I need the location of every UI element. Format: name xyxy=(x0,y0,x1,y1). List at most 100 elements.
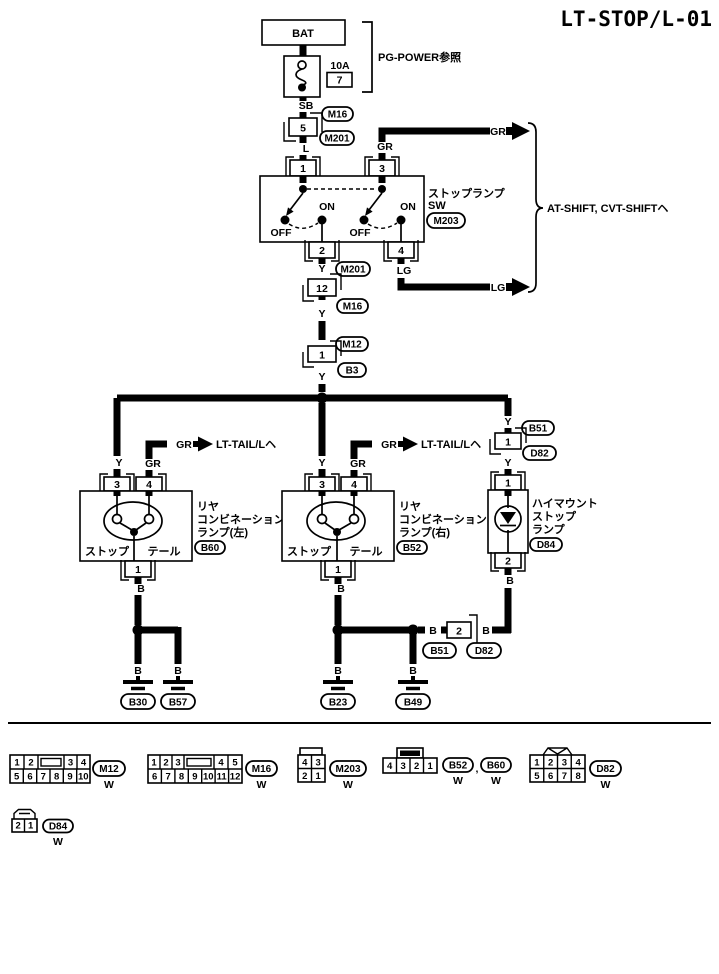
connector-bracket xyxy=(490,552,499,572)
pin-number: 1 xyxy=(335,564,341,576)
lamp-name-line3: ランプ(右) xyxy=(399,525,450,539)
connector-oval-b30 xyxy=(120,693,156,710)
right-arrow-icon xyxy=(506,122,530,140)
connector-code: M16 xyxy=(343,302,363,313)
connector-oval-d84 xyxy=(42,818,74,834)
connector-color: W xyxy=(53,836,63,848)
lamp-name-line1: リヤ xyxy=(197,500,219,513)
connector-bracket xyxy=(283,122,296,142)
connector-oval-m203 xyxy=(329,760,367,777)
pin-number: 3 xyxy=(319,479,325,491)
connector-bracket xyxy=(147,560,156,581)
cavity-number: 1 xyxy=(14,758,20,769)
legend-connector-b52-b60: 4 3 2 1 B52 , B60 W W xyxy=(382,747,512,787)
pin-number: 3 xyxy=(379,163,385,175)
keyway-slot xyxy=(186,757,212,767)
destination-label: LT-TAIL/Lヘ xyxy=(421,439,481,451)
right-arrow-icon xyxy=(506,278,530,296)
connector-oval-b57 xyxy=(160,693,196,710)
connector-code: B57 xyxy=(169,698,188,709)
connector-code: B49 xyxy=(404,698,423,709)
switch-pole-right: OFF ON xyxy=(350,185,416,242)
cavity-number: 2 xyxy=(16,821,21,832)
cavity-number: 4 xyxy=(302,758,308,769)
lamp-name-line3: ランプ xyxy=(532,522,566,536)
lamp-name-line1: リヤ xyxy=(399,500,421,513)
connector-cap xyxy=(13,808,36,819)
connector-oval-d82 xyxy=(466,642,502,659)
wire-color-y: Y xyxy=(504,416,511,428)
tail-filament-label: テール xyxy=(148,545,181,558)
bulb-icon xyxy=(103,496,163,561)
cavity-number: 7 xyxy=(562,771,567,782)
connector-bracket xyxy=(302,352,314,368)
connector-code: D84 xyxy=(537,540,556,551)
lever-arrow-icon xyxy=(286,207,294,216)
inline-connector-2: B 2 B B51 D82 xyxy=(418,614,511,659)
cavity-number: 8 xyxy=(54,772,59,783)
cavity-number: 3 xyxy=(316,758,321,769)
connector-code: M16 xyxy=(328,110,348,121)
cavity-number: 5 xyxy=(534,771,540,782)
wire-color-y: Y xyxy=(318,263,325,275)
lever-arrow-icon xyxy=(365,207,373,216)
connector-code: M203 xyxy=(335,764,360,775)
wire-color-b: B xyxy=(482,625,490,637)
pin-number: 1 xyxy=(505,437,511,449)
pin-number: 1 xyxy=(135,564,141,576)
connector-oval-m16 xyxy=(245,760,278,777)
connector-color: W xyxy=(343,779,353,791)
cavity-number: 1 xyxy=(428,761,434,772)
bulb-icon xyxy=(306,496,366,561)
battery-box xyxy=(261,19,346,46)
connector-bracket xyxy=(517,471,526,491)
connector-bracket xyxy=(383,240,392,262)
cavity-number: 1 xyxy=(534,758,540,769)
lamp-name-line1: ハイマウント xyxy=(532,497,598,510)
stop-filament-label: ストップ xyxy=(85,544,130,558)
wire-segment xyxy=(397,278,490,291)
high-mount-branch: Y B51 1 D82 Y 1 ハイマウント ストップ ランプ D84 2 xyxy=(487,398,598,633)
wire-segment xyxy=(350,440,372,459)
cavity-number: 3 xyxy=(562,758,567,769)
wire-color-y: Y xyxy=(115,457,122,469)
inline-connector-1 xyxy=(494,432,522,450)
connector-bracket xyxy=(331,240,340,262)
cavity-number: 7 xyxy=(41,772,46,783)
cavity-number: 4 xyxy=(218,758,224,769)
off-label: OFF xyxy=(350,227,372,239)
ground-icon xyxy=(123,676,153,691)
wire-color-lg: LG xyxy=(397,265,412,277)
connector-code: B3 xyxy=(346,366,359,377)
cavity-number: 4 xyxy=(575,758,581,769)
cavity-number: 10 xyxy=(78,772,89,783)
switch-pole-left: OFF ON xyxy=(271,185,335,242)
arrow-wire-label-lg: LG xyxy=(491,282,506,294)
connector-color: W xyxy=(601,779,611,791)
tail-filament-label: テール xyxy=(350,545,383,558)
wire-color-l: L xyxy=(303,143,310,155)
on-label: ON xyxy=(319,201,335,213)
inline-connector-box xyxy=(446,621,472,639)
pin-number: 4 xyxy=(146,479,152,491)
main-feed: Y M201 12 M16 Y M12 1 B3 Y xyxy=(117,261,508,404)
power-section: BAT 10A 7 PG-POWER参照 xyxy=(261,19,461,98)
connector-oval-b3 xyxy=(337,362,367,378)
wire-color-b: B xyxy=(506,575,514,587)
cavity-number: 8 xyxy=(179,772,184,783)
wire-segment xyxy=(378,127,490,142)
cavity-number: 5 xyxy=(232,758,238,769)
switch-name-line1: ストップランプ xyxy=(428,186,506,200)
cavity-number: 1 xyxy=(28,821,34,832)
lamp-name-line3: ランプ(左) xyxy=(197,525,248,539)
cavity-number: 2 xyxy=(163,758,168,769)
connector-oval-b51 xyxy=(422,642,457,659)
lamp-name-line2: ストップ xyxy=(532,509,577,523)
cavity-number: 11 xyxy=(217,772,228,783)
connector-code: D82 xyxy=(596,764,615,775)
cavity-number: 2 xyxy=(28,758,33,769)
lamp-name-line2: コンビネーション xyxy=(197,512,285,526)
cavity-number: 12 xyxy=(230,772,241,783)
connector-oval-m12 xyxy=(335,336,369,352)
